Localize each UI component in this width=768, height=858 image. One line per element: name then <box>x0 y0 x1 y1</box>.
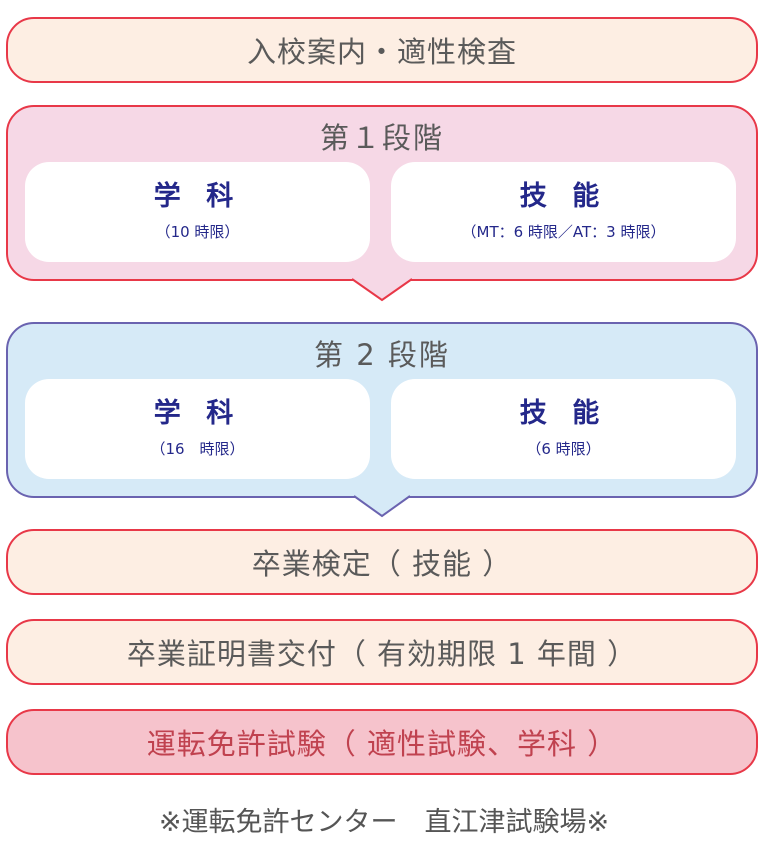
step-certificate-label: 卒業証明書交付（ 有効期限 1 年間 ） <box>126 637 638 671</box>
stage-2-lecture-hours: （16 時限） <box>150 440 245 458</box>
step-admission: 入校案内・適性検査 <box>6 17 758 83</box>
stage-2-title: 第 2 段階 <box>314 338 450 372</box>
stage-2: 第 2 段階 学 科 （16 時限） 技 能 （6 時限） <box>6 322 758 498</box>
stage-2-lecture-title: 学 科 <box>153 398 242 429</box>
stage-2-practical: 技 能 （6 時限） <box>391 379 736 479</box>
arrow-down-icon <box>351 278 413 302</box>
stage-2-practical-title: 技 能 <box>519 398 608 429</box>
arrow-down-icon <box>353 495 411 518</box>
step-graduation-exam: 卒業検定（ 技能 ） <box>6 529 758 595</box>
stage-1-lecture-hours: （10 時限） <box>155 223 240 241</box>
step-admission-label: 入校案内・適性検査 <box>246 35 517 69</box>
stage-2-lecture: 学 科 （16 時限） <box>25 379 370 479</box>
step-license-exam-label: 運転免許試験（ 適性試験、学科 ） <box>146 727 618 761</box>
footer-note: ※運転免許センター 直江津試験場※ <box>158 807 610 838</box>
step-certificate: 卒業証明書交付（ 有効期限 1 年間 ） <box>6 619 758 685</box>
step-license-exam: 運転免許試験（ 適性試験、学科 ） <box>6 709 758 775</box>
stage-1-practical-title: 技 能 <box>519 181 608 212</box>
stage-1-practical-hours: （MT：6 時限／AT：3 時限） <box>461 223 666 241</box>
stage-1-lecture: 学 科 （10 時限） <box>25 162 370 262</box>
stage-1-practical: 技 能 （MT：6 時限／AT：3 時限） <box>391 162 736 262</box>
stage-1-lecture-title: 学 科 <box>153 181 242 212</box>
stage-2-practical-hours: （6 時限） <box>526 440 601 458</box>
step-graduation-exam-label: 卒業検定（ 技能 ） <box>251 547 513 581</box>
stage-1: 第１段階 学 科 （10 時限） 技 能 （MT：6 時限／AT：3 時限） <box>6 105 758 281</box>
stage-1-title: 第１段階 <box>319 121 444 155</box>
